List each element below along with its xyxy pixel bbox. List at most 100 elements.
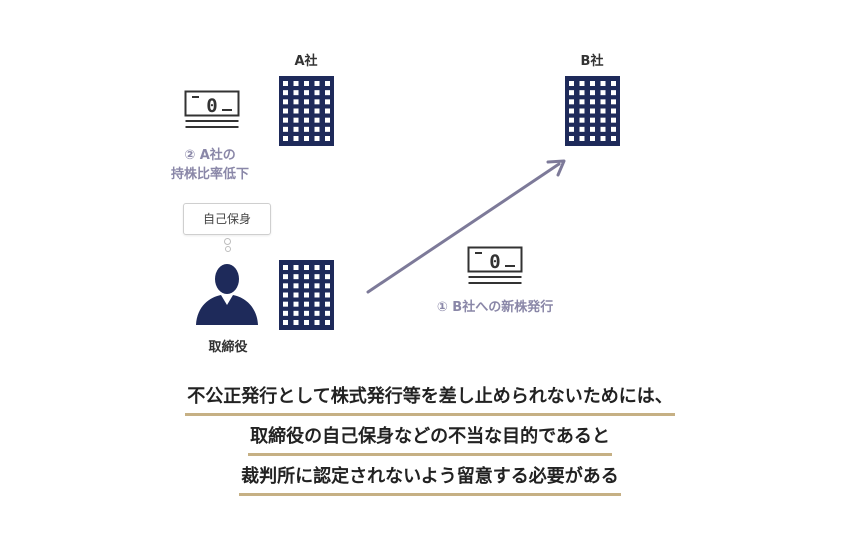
building-window — [600, 136, 606, 141]
building-window — [283, 320, 288, 325]
caption-line-3: 裁判所に認定されないよう留意する必要がある — [0, 462, 860, 496]
building-window — [611, 108, 616, 114]
building-window — [314, 283, 320, 289]
building-window — [314, 301, 320, 307]
building-window — [325, 126, 330, 132]
building-window — [600, 117, 606, 123]
building-window — [611, 117, 616, 123]
note-b-issue: ① B社への新株発行 — [436, 300, 554, 315]
building-window — [611, 81, 616, 86]
building-window — [325, 90, 330, 96]
building-window — [314, 274, 320, 280]
building-window — [283, 310, 288, 316]
building-window — [314, 310, 320, 316]
building-window — [579, 81, 585, 86]
building-window — [283, 292, 288, 298]
caption-line-1: 不公正発行として株式発行等を差し止められないためには、 — [0, 382, 860, 416]
building-window — [600, 90, 606, 96]
thought-dot-2 — [225, 246, 231, 252]
company-b-building-icon — [565, 76, 620, 146]
building-window — [325, 99, 330, 105]
building-window — [304, 265, 309, 270]
building-window — [314, 81, 320, 86]
building-window — [569, 99, 574, 105]
caption-line-3-text: 裁判所に認定されないよう留意する必要がある — [239, 462, 621, 496]
building-window — [304, 320, 309, 325]
building-window — [611, 99, 616, 105]
building-window — [283, 117, 288, 123]
building-window — [314, 99, 320, 105]
money-icon-a: 0 — [184, 90, 240, 128]
building-window — [283, 90, 288, 96]
building-window — [569, 90, 574, 96]
svg-text:0: 0 — [489, 251, 500, 273]
svg-text:0: 0 — [206, 95, 217, 117]
building-window — [325, 310, 330, 316]
company-b-label: B社 — [580, 54, 604, 69]
building-window — [600, 126, 606, 132]
note-a-ratio-line2: 持株比率低下 — [170, 167, 249, 182]
building-window — [283, 265, 288, 270]
building-window — [304, 99, 309, 105]
building-window — [304, 81, 309, 86]
building-window — [293, 320, 299, 325]
building-window — [579, 108, 585, 114]
building-window — [569, 117, 574, 123]
building-window — [293, 81, 299, 86]
building-window — [590, 90, 595, 96]
building-window — [325, 301, 330, 307]
building-window — [283, 99, 288, 105]
caption-line-2-text: 取締役の自己保身などの不当な目的であると — [248, 422, 612, 456]
building-window — [283, 81, 288, 86]
building-window — [569, 136, 574, 141]
building-window — [304, 117, 309, 123]
building-window — [283, 301, 288, 307]
building-window — [325, 117, 330, 123]
building-window — [304, 292, 309, 298]
building-window — [600, 81, 606, 86]
thought-bubble: 自己保身 — [183, 203, 271, 235]
building-window — [579, 117, 585, 123]
building-window — [579, 136, 585, 141]
company-a-building-icon — [279, 76, 334, 146]
building-window — [304, 274, 309, 280]
director-person-icon — [196, 264, 258, 325]
building-window — [304, 126, 309, 132]
building-window — [590, 108, 595, 114]
building-window — [283, 283, 288, 289]
building-window — [569, 108, 574, 114]
building-window — [325, 283, 330, 289]
building-window — [304, 301, 309, 307]
building-window — [611, 136, 616, 141]
building-window — [569, 81, 574, 86]
building-window — [293, 274, 299, 280]
building-window — [590, 99, 595, 105]
building-window — [590, 117, 595, 123]
building-window — [314, 265, 320, 270]
building-window — [325, 136, 330, 141]
building-window — [611, 126, 616, 132]
building-window — [293, 99, 299, 105]
building-window — [293, 117, 299, 123]
building-window — [304, 108, 309, 114]
caption-line-2: 取締役の自己保身などの不当な目的であると — [0, 422, 860, 456]
note-a-ratio-line1: ② A社の — [184, 148, 236, 163]
money-icon-b: 0 — [467, 246, 523, 284]
building-window — [590, 81, 595, 86]
building-window — [325, 81, 330, 86]
building-window — [314, 126, 320, 132]
building-window — [611, 90, 616, 96]
building-window — [293, 136, 299, 141]
building-window — [304, 136, 309, 141]
building-window — [325, 292, 330, 298]
building-window — [283, 108, 288, 114]
caption-line-1-text: 不公正発行として株式発行等を差し止められないためには、 — [185, 382, 675, 416]
building-window — [579, 126, 585, 132]
building-window — [314, 108, 320, 114]
building-window — [590, 126, 595, 132]
building-window — [283, 274, 288, 280]
company-a-label: A社 — [294, 54, 318, 69]
director-company-building-icon — [279, 260, 334, 330]
director-label: 取締役 — [208, 340, 248, 355]
